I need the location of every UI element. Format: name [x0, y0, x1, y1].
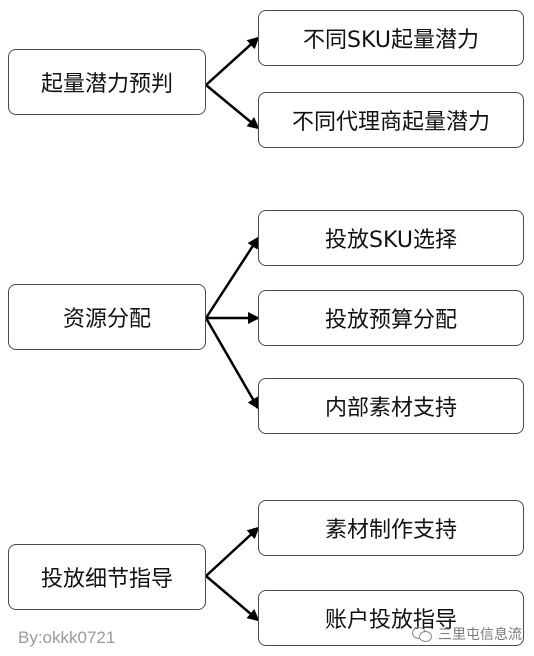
watermark: 三里屯信息流 — [412, 624, 522, 644]
child-node-material-making: 素材制作支持 — [258, 500, 524, 556]
arrow-2-1 — [204, 236, 260, 319]
arrow-3-1 — [205, 526, 260, 577]
root-node-detail: 投放细节指导 — [8, 544, 206, 610]
child-node-account-guide: 账户投放指导 — [258, 590, 524, 646]
arrow-2-3 — [204, 317, 260, 410]
root-node-potential: 起量潜力预判 — [8, 49, 206, 115]
arrow-1-2 — [205, 84, 260, 130]
arrow-3-2 — [205, 575, 260, 622]
watermark-text: 三里屯信息流 — [438, 627, 522, 643]
child-node-sku-select: 投放SKU选择 — [258, 210, 524, 266]
author-caption: By:okkk0721 — [18, 628, 116, 647]
root-node-resource: 资源分配 — [8, 284, 206, 350]
wechat-icon — [412, 626, 432, 642]
arrow-1-1 — [205, 36, 260, 86]
child-node-budget: 投放预算分配 — [258, 290, 524, 346]
child-node-agent-potential: 不同代理商起量潜力 — [258, 92, 524, 148]
child-node-sku-potential: 不同SKU起量潜力 — [258, 10, 524, 66]
child-node-material-support: 内部素材支持 — [258, 378, 524, 434]
